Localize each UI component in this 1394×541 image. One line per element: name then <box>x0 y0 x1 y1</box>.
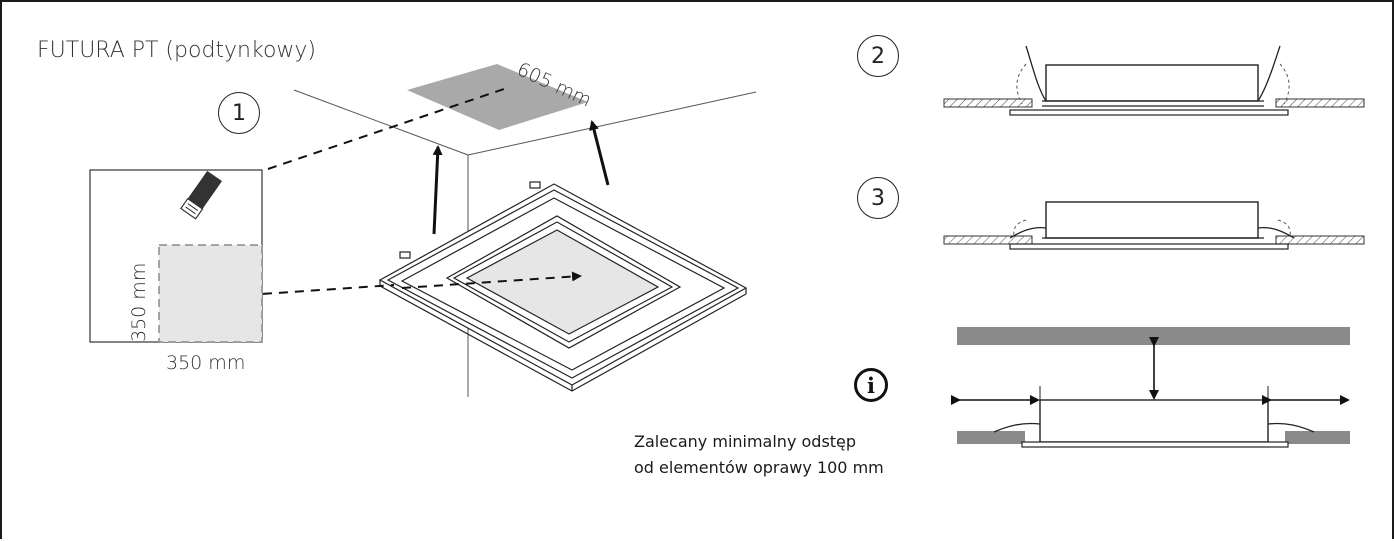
ceiling-cutout <box>407 64 588 130</box>
note-line-1: Zalecany minimalny odstęp <box>634 432 857 451</box>
dashed-connectors <box>246 88 505 296</box>
lift-arrows <box>432 120 610 235</box>
step-1-badge: 1 <box>218 92 260 134</box>
clearance-section <box>951 327 1350 448</box>
step-3-badge: 3 <box>857 177 899 219</box>
diagram-title: FUTURA PT (podtynkowy) <box>37 38 317 63</box>
cutter-knife-icon <box>180 170 222 220</box>
step2-section <box>943 45 1365 116</box>
template-square <box>158 244 263 343</box>
dimension-350-vertical: 350 mm <box>128 262 150 342</box>
note-line-2: od elementów oprawy 100 mm <box>634 458 884 477</box>
info-icon: i <box>854 368 888 402</box>
step-2-badge: 2 <box>857 35 899 77</box>
dimension-350-horizontal: 350 mm <box>166 352 246 374</box>
panel-fixture <box>378 181 748 392</box>
center-arrow <box>401 271 582 289</box>
step3-section <box>943 201 1365 250</box>
